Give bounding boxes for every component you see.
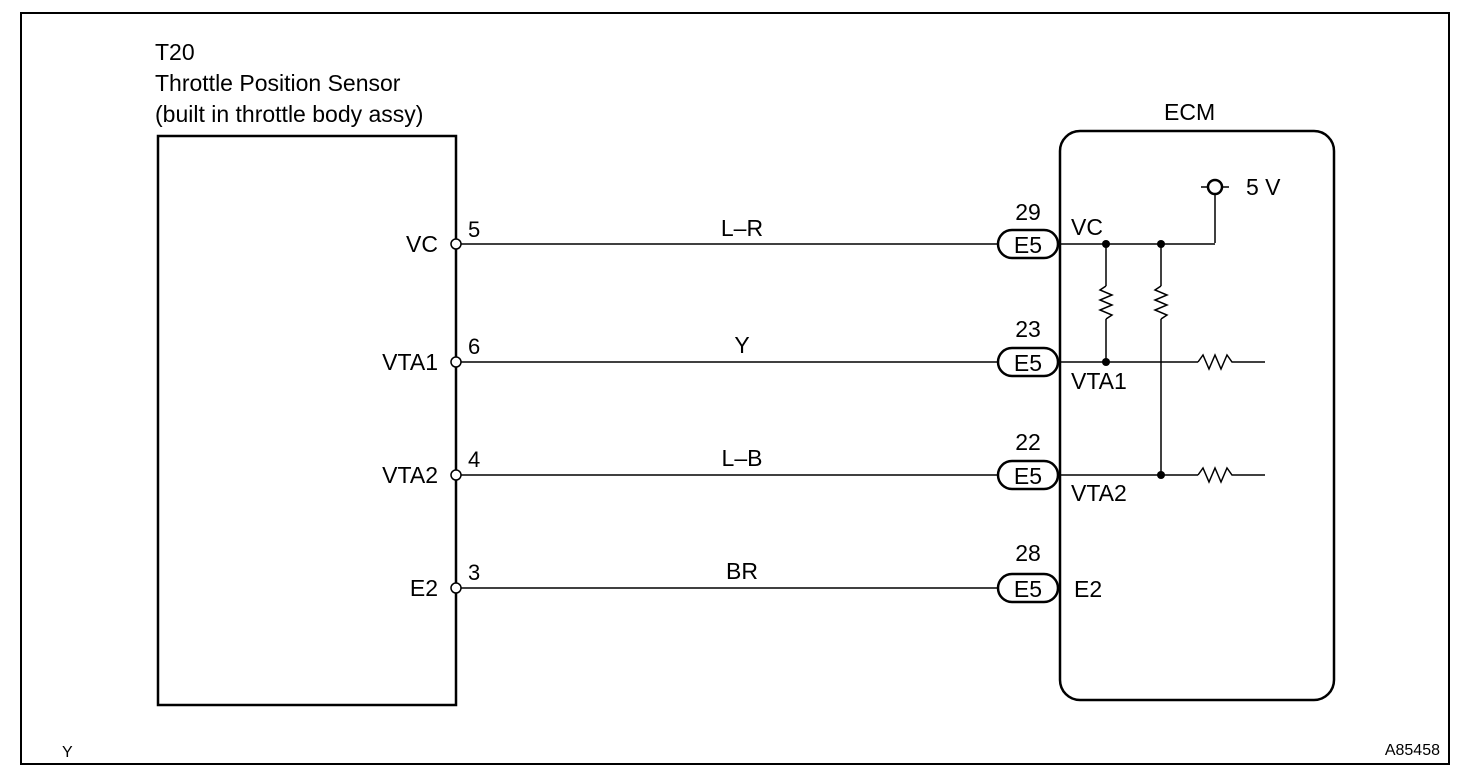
sensor-terminal-icon bbox=[450, 469, 462, 481]
junction-dot bbox=[1157, 471, 1165, 479]
input-resistor-icon bbox=[1197, 353, 1265, 371]
wire-color: L–B bbox=[722, 445, 763, 471]
supply-terminal-icon bbox=[1206, 178, 1224, 196]
sensor-pin-label: E2 bbox=[410, 575, 438, 601]
ecm-pin-number: 29 bbox=[1015, 199, 1041, 225]
ecm-box bbox=[1058, 129, 1336, 702]
ecm-pin-number: 28 bbox=[1015, 540, 1041, 566]
wire-color: L–R bbox=[721, 215, 763, 241]
connector-label: E5 bbox=[1014, 232, 1042, 258]
sensor-pin-number: 5 bbox=[468, 217, 480, 242]
wire-color: Y bbox=[734, 332, 749, 358]
sensor-box bbox=[156, 134, 458, 707]
pullup-resistor-vta1 bbox=[1098, 240, 1114, 366]
supply-label: 5 V bbox=[1246, 174, 1281, 200]
ecm-pin-number: 22 bbox=[1015, 429, 1041, 455]
wire-vta1: VTA1 6 Y 23 E5 VTA1 bbox=[382, 316, 1265, 394]
connector-label: E5 bbox=[1014, 576, 1042, 602]
footer-left: Y bbox=[62, 744, 73, 761]
resistor-icon bbox=[1098, 285, 1114, 320]
sensor-terminal-icon bbox=[450, 582, 462, 594]
sensor-pin-label: VTA2 bbox=[382, 462, 438, 488]
supply-5v: 5 V bbox=[1201, 174, 1281, 243]
wire-e2: E2 3 BR 28 E5 E2 bbox=[410, 540, 1102, 604]
figure-id: A85458 bbox=[1385, 742, 1440, 759]
sensor-pin-label: VTA1 bbox=[382, 349, 438, 375]
ecm-pin-label: VC bbox=[1071, 214, 1103, 240]
sensor-pin-number: 3 bbox=[468, 560, 480, 585]
pullup-resistor-vta2 bbox=[1153, 240, 1169, 479]
sensor-note: (built in throttle body assy) bbox=[155, 101, 423, 127]
ecm-label: ECM bbox=[1164, 99, 1215, 125]
sensor-terminal-icon bbox=[450, 238, 462, 250]
wire-color: BR bbox=[726, 558, 758, 584]
ecm-pin-number: 23 bbox=[1015, 316, 1041, 342]
diagram-frame bbox=[20, 12, 1450, 765]
ecm-pin-label: E2 bbox=[1074, 576, 1102, 602]
wire-vta2: VTA2 4 L–B 22 E5 VTA2 bbox=[382, 429, 1265, 506]
ecm-pin-label: VTA1 bbox=[1071, 368, 1127, 394]
connector-label: E5 bbox=[1014, 463, 1042, 489]
junction-dot bbox=[1102, 358, 1110, 366]
ecm-pin-label: VTA2 bbox=[1071, 480, 1127, 506]
wire-vc: VC 5 L–R 29 E5 VC bbox=[406, 199, 1215, 260]
sensor-code: T20 bbox=[155, 39, 195, 65]
input-resistor-icon bbox=[1197, 466, 1265, 484]
sensor-terminal-icon bbox=[450, 356, 462, 368]
resistor-icon bbox=[1153, 285, 1169, 320]
sensor-pin-number: 6 bbox=[468, 334, 480, 359]
connector-e5 bbox=[996, 572, 1060, 604]
junction-dot bbox=[1157, 240, 1165, 248]
sensor-pin-number: 4 bbox=[468, 447, 480, 472]
junction-dot bbox=[1102, 240, 1110, 248]
sensor-pin-label: VC bbox=[406, 231, 438, 257]
sensor-name: Throttle Position Sensor bbox=[155, 70, 401, 96]
connector-label: E5 bbox=[1014, 350, 1042, 376]
